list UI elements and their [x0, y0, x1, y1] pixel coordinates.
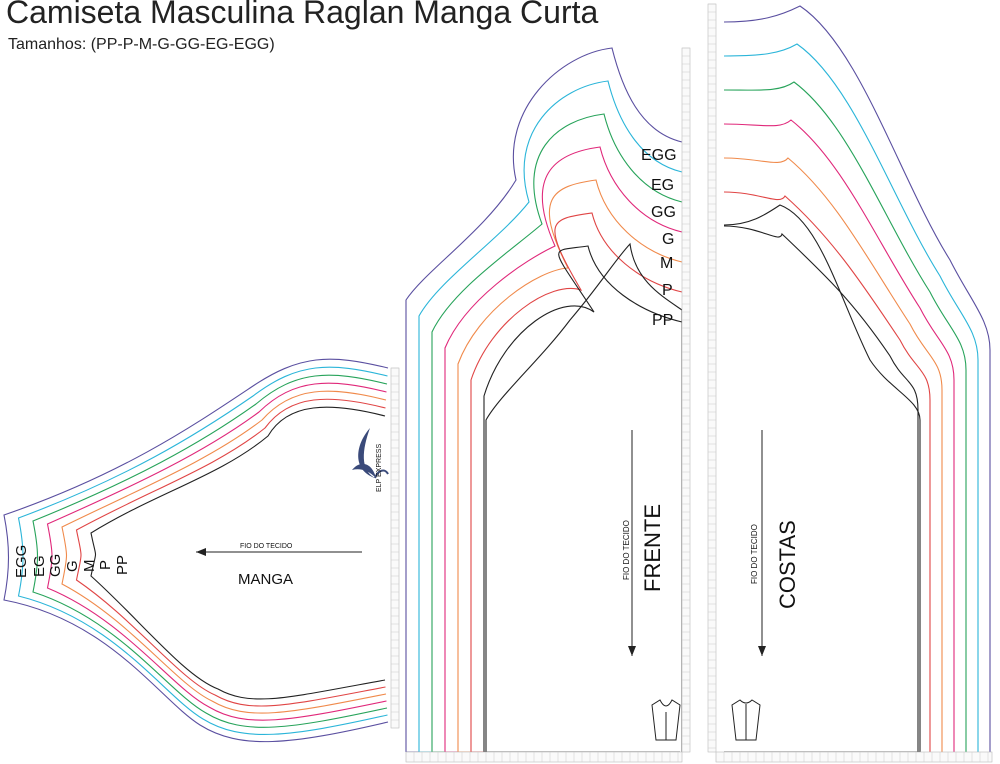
back-grain-arrow: [758, 430, 766, 656]
elp-express-logo: ELP EXPRESS: [352, 428, 389, 492]
back-outline-pp: [723, 225, 919, 752]
back-outline-eg: [723, 43, 979, 752]
front-size-label-p: P: [662, 282, 673, 299]
sleeve-size-label-pp: PP: [114, 555, 131, 575]
front-size-label-gg: GG: [651, 204, 676, 221]
front-pattern: EGG EG GG G M P PP FIO DO TECIDO FRENTE: [405, 47, 691, 763]
size-range-subtitle: Tamanhos: (PP-P-M-G-GG-EG-EGG): [8, 36, 275, 53]
sleeve-outline-gg: [32, 374, 388, 728]
back-grain-label: FIO DO TECIDO: [750, 524, 759, 584]
sleeve-size-label-g: G: [64, 560, 81, 572]
back-outline-m: [723, 157, 943, 752]
back-garment-icon: [731, 699, 761, 741]
front-size-label-egg: EGG: [641, 147, 677, 164]
sleeve-grain-arrow: [196, 548, 362, 556]
front-grain-arrow: [628, 430, 636, 656]
front-outline-pp: [483, 245, 683, 752]
back-size-lines: [723, 5, 991, 753]
front-size-label-eg: EG: [651, 177, 674, 194]
sleeve-outline-pp: [90, 406, 386, 700]
back-outline-inner-pp: [723, 204, 921, 753]
back-pattern: FIO DO TECIDO COSTAS: [707, 3, 993, 763]
back-piece-label: COSTAS: [775, 520, 800, 609]
front-size-label-g: G: [662, 231, 674, 248]
front-outline-m: [457, 179, 683, 752]
front-size-labels: EGG EG GG G M P PP: [641, 147, 677, 329]
front-outline-g: [444, 146, 683, 752]
sleeve-size-label-eg: EG: [31, 555, 48, 577]
front-outline-eg: [418, 80, 683, 752]
sleeve-grain-label: FIO DO TECIDO: [240, 543, 293, 550]
sleeve-size-label-egg: EGG: [13, 545, 30, 578]
page-title: Camiseta Masculina Raglan Manga Curta: [6, 0, 599, 30]
back-outline-gg: [723, 81, 967, 752]
ruler-strip: [390, 367, 400, 729]
front-grain-label: FIO DO TECIDO: [622, 520, 631, 580]
front-outline-inner-pp: [485, 242, 683, 752]
sleeve-pattern: EGG EG GG G M P PP FIO DO TECIDO MANGA E…: [3, 358, 400, 743]
front-outline-p: [470, 212, 683, 752]
logo-text: ELP EXPRESS: [376, 444, 383, 492]
sleeve-size-labels: EGG EG GG G M P PP: [13, 545, 131, 578]
sleeve-outline-m: [61, 390, 387, 714]
sleeve-size-label-gg: GG: [47, 554, 64, 577]
front-size-label-m: M: [660, 255, 673, 272]
front-garment-icon: [651, 699, 681, 741]
back-outline-egg: [723, 5, 991, 752]
ruler-strip: [405, 751, 683, 763]
sleeve-piece-label: MANGA: [238, 571, 293, 588]
sleeve-size-lines: [3, 358, 389, 743]
ruler-strip: [715, 751, 993, 763]
sleeve-size-label-p: P: [97, 560, 114, 570]
sleeve-outline-p: [75, 398, 386, 707]
sleeve-outline-g: [46, 382, 387, 721]
front-outline-egg: [405, 47, 683, 752]
back-outline-p: [723, 191, 931, 752]
sleeve-ruler: [390, 367, 400, 729]
back-ruler: [707, 3, 993, 763]
front-outline-gg: [431, 113, 683, 752]
front-size-label-pp: PP: [652, 312, 673, 329]
sleeve-outline-eg: [17, 366, 388, 735]
sleeve-outline-egg: [3, 358, 389, 743]
front-ruler: [405, 47, 691, 763]
front-piece-label: FRENTE: [640, 504, 665, 592]
back-outline-g: [723, 119, 955, 752]
sleeve-size-label-m: M: [81, 560, 98, 573]
